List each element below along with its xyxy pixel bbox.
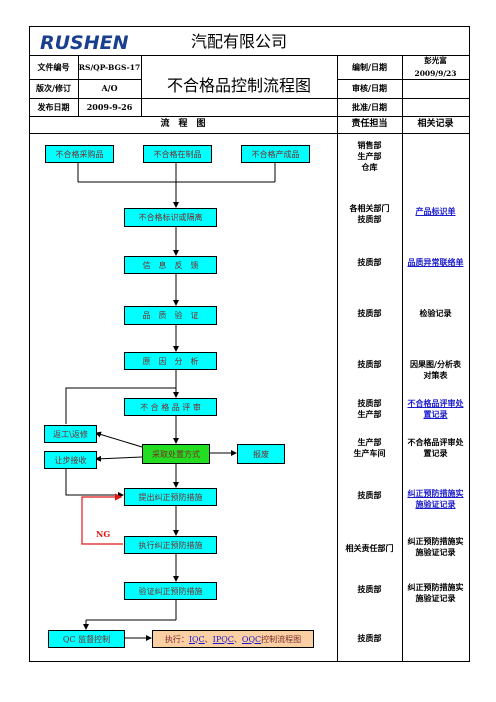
approve-label: 批准/日期	[352, 101, 387, 112]
iqc-link[interactable]: IQC	[188, 634, 205, 644]
record-10: 纠正预防措施实 施验证记录	[407, 582, 464, 603]
date-label: 发布日期	[37, 101, 70, 112]
option-concession: 让步接收	[44, 451, 97, 469]
record-2-link[interactable]: 产品标识单	[415, 205, 456, 216]
resp-7: 生产部 生产车间	[353, 437, 386, 458]
record-8-link[interactable]: 纠正预防措施实 施验证记录	[407, 488, 464, 509]
doc-no-label: 文件编号	[37, 61, 70, 72]
resp-1: 销售部 生产部 仓库	[357, 139, 382, 172]
resp-10: 技质部	[357, 583, 382, 594]
step-verify-capa: 验证纠正预防措施	[124, 582, 217, 600]
resp-6: 技质部 生产部	[357, 398, 382, 419]
option-scrap: 报废	[237, 444, 285, 464]
prepared-value: 彭光富 2009/9/23	[414, 56, 457, 78]
exec-control-box: 执行： IQC 、 IPQC 、 OQC 控制流程图	[152, 630, 314, 648]
exec-sep-1: 、	[204, 634, 213, 644]
col-responsibility: 责任担当	[351, 119, 388, 129]
step-execute-capa: 执行纠正预防措施	[124, 536, 217, 554]
option-rework: 返工\返修	[44, 425, 97, 443]
version-label: 版次/修订	[36, 83, 71, 93]
step-review: 不 合 格 品 评 审	[124, 398, 217, 416]
date-value: 2009-9-26	[86, 101, 133, 112]
resp-3: 技质部	[357, 256, 382, 267]
company-name: 汽配有限公司	[190, 31, 287, 51]
qc-monitor-box: QC 监督控制	[48, 630, 125, 648]
exec-suffix: 控制流程图	[261, 634, 302, 644]
resp-2: 各相关部门 技质部	[349, 203, 390, 224]
logo-text: RUSHEN	[40, 32, 129, 54]
prepared-label: 编制/日期	[352, 61, 387, 72]
resp-11: 技质部	[357, 632, 382, 643]
source-finished-box: 不合格产成品	[241, 145, 310, 163]
ipqc-link[interactable]: IPQC	[212, 634, 234, 644]
exec-prefix: 执行：	[164, 634, 189, 644]
step-dispose: 采取处置方式	[142, 444, 210, 464]
step-propose-capa: 提出纠正预防措施	[124, 488, 217, 506]
col-records: 相关记录	[417, 119, 454, 129]
step-verify-quality: 品 质 验 证	[124, 306, 217, 325]
doc-title: 不合格品控制流程图	[166, 76, 311, 95]
resp-8: 技质部	[357, 489, 382, 500]
ng-label: NG	[96, 529, 111, 539]
review-label: 审核/日期	[352, 83, 387, 93]
record-3-link[interactable]: 品质异常联络单	[407, 256, 464, 267]
col-flow: 流 程 图	[160, 119, 206, 129]
step-identify-isolate: 不合格标识或隔离	[124, 208, 217, 227]
resp-9: 相关责任部门	[345, 542, 394, 553]
resp-4: 技质部	[357, 307, 382, 318]
record-6-link[interactable]: 不合格品评审处 置记录	[407, 398, 464, 419]
step-cause-analysis: 原 因 分 析	[124, 352, 217, 370]
exec-sep-2: 、	[233, 634, 242, 644]
source-wip-box: 不合格在制品	[143, 145, 212, 163]
version-value: A/O	[101, 83, 118, 93]
step-feedback: 信 息 反 馈	[124, 256, 217, 274]
oqc-link[interactable]: OQC	[241, 634, 262, 644]
record-4: 检验记录	[419, 307, 452, 318]
source-purchased-box: 不合格采购品	[45, 145, 114, 163]
record-9: 纠正预防措施实 施验证记录	[407, 536, 464, 557]
company-logo: RUSHEN	[32, 29, 142, 54]
doc-no-value: RS/QP-BGS-17	[78, 62, 141, 72]
resp-5: 技质部	[357, 358, 382, 369]
record-7: 不合格品评审处 置记录	[407, 437, 464, 458]
record-5: 因果图/分析表 对策表	[410, 359, 461, 380]
